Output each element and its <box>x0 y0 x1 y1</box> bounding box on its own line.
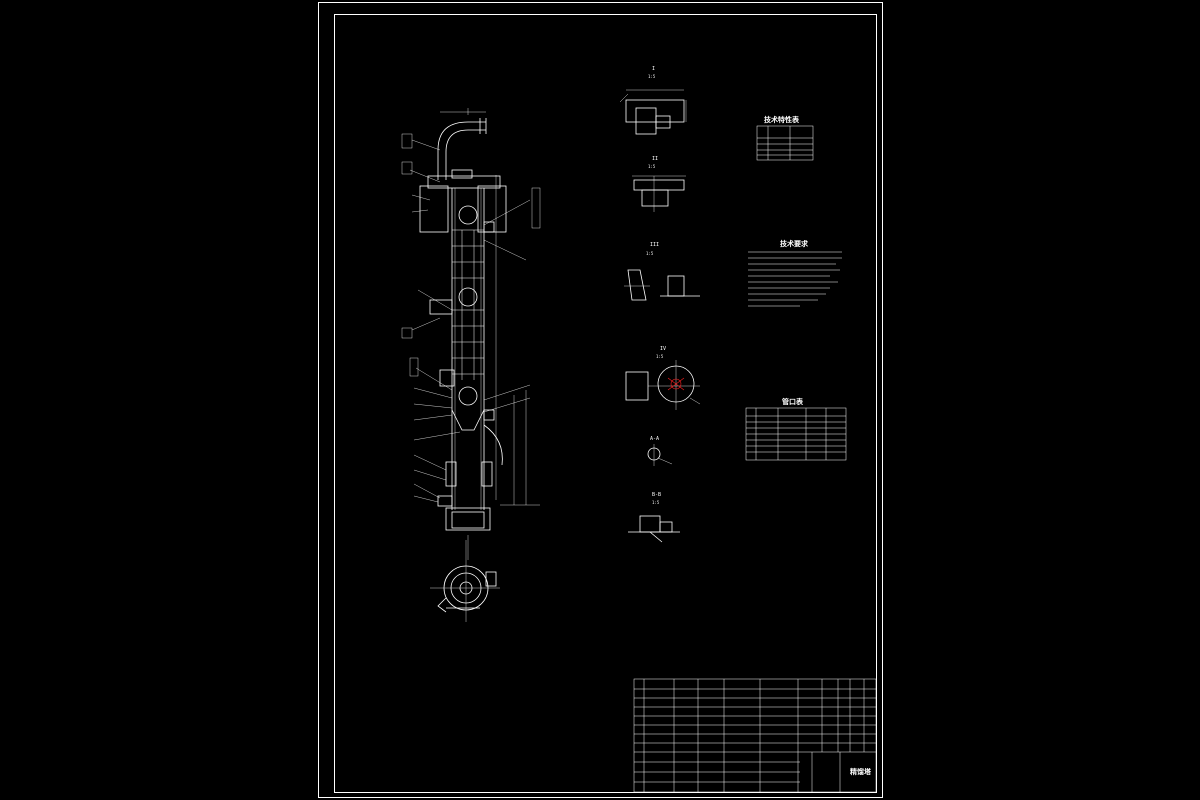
column-plan-view <box>430 540 500 622</box>
section-B-B-label: B-B <box>652 492 661 498</box>
nozzle-table-title: 管口表 <box>782 397 804 406</box>
drawing-sheet-border <box>318 2 883 798</box>
detail-II-label: II <box>652 156 658 162</box>
detail-IV-label: IV <box>660 346 666 352</box>
title-block <box>633 678 877 793</box>
drawing-frame <box>334 14 877 793</box>
detail-III-label: III <box>650 242 659 248</box>
column-elevation <box>401 108 541 560</box>
detail-I <box>619 89 687 135</box>
tech-requirements-title: 技术要求 <box>780 239 809 248</box>
detail-I-label: I <box>652 66 655 72</box>
nozzle-table <box>745 407 847 461</box>
detail-I-scale: 1:5 <box>648 74 656 79</box>
section-B-B <box>628 515 680 543</box>
tray-lines <box>452 229 484 380</box>
section-A-A <box>647 444 673 466</box>
detail-IV-scale: 1:5 <box>656 354 664 359</box>
section-B-B-scale: 1:5 <box>652 500 660 505</box>
detail-IV-highlight <box>667 377 685 391</box>
detail-III <box>624 269 700 301</box>
detail-II <box>632 175 686 212</box>
detail-II-scale: 1:5 <box>648 164 656 169</box>
title-block-drawing-name: 精馏塔 <box>850 767 872 776</box>
tech-table-title: 技术特性表 <box>764 115 800 124</box>
tech-table <box>756 125 814 161</box>
detail-III-scale: 1:5 <box>646 251 654 256</box>
tech-requirements <box>748 251 842 307</box>
detail-IV <box>625 360 701 410</box>
section-A-A-label: A-A <box>650 436 659 442</box>
